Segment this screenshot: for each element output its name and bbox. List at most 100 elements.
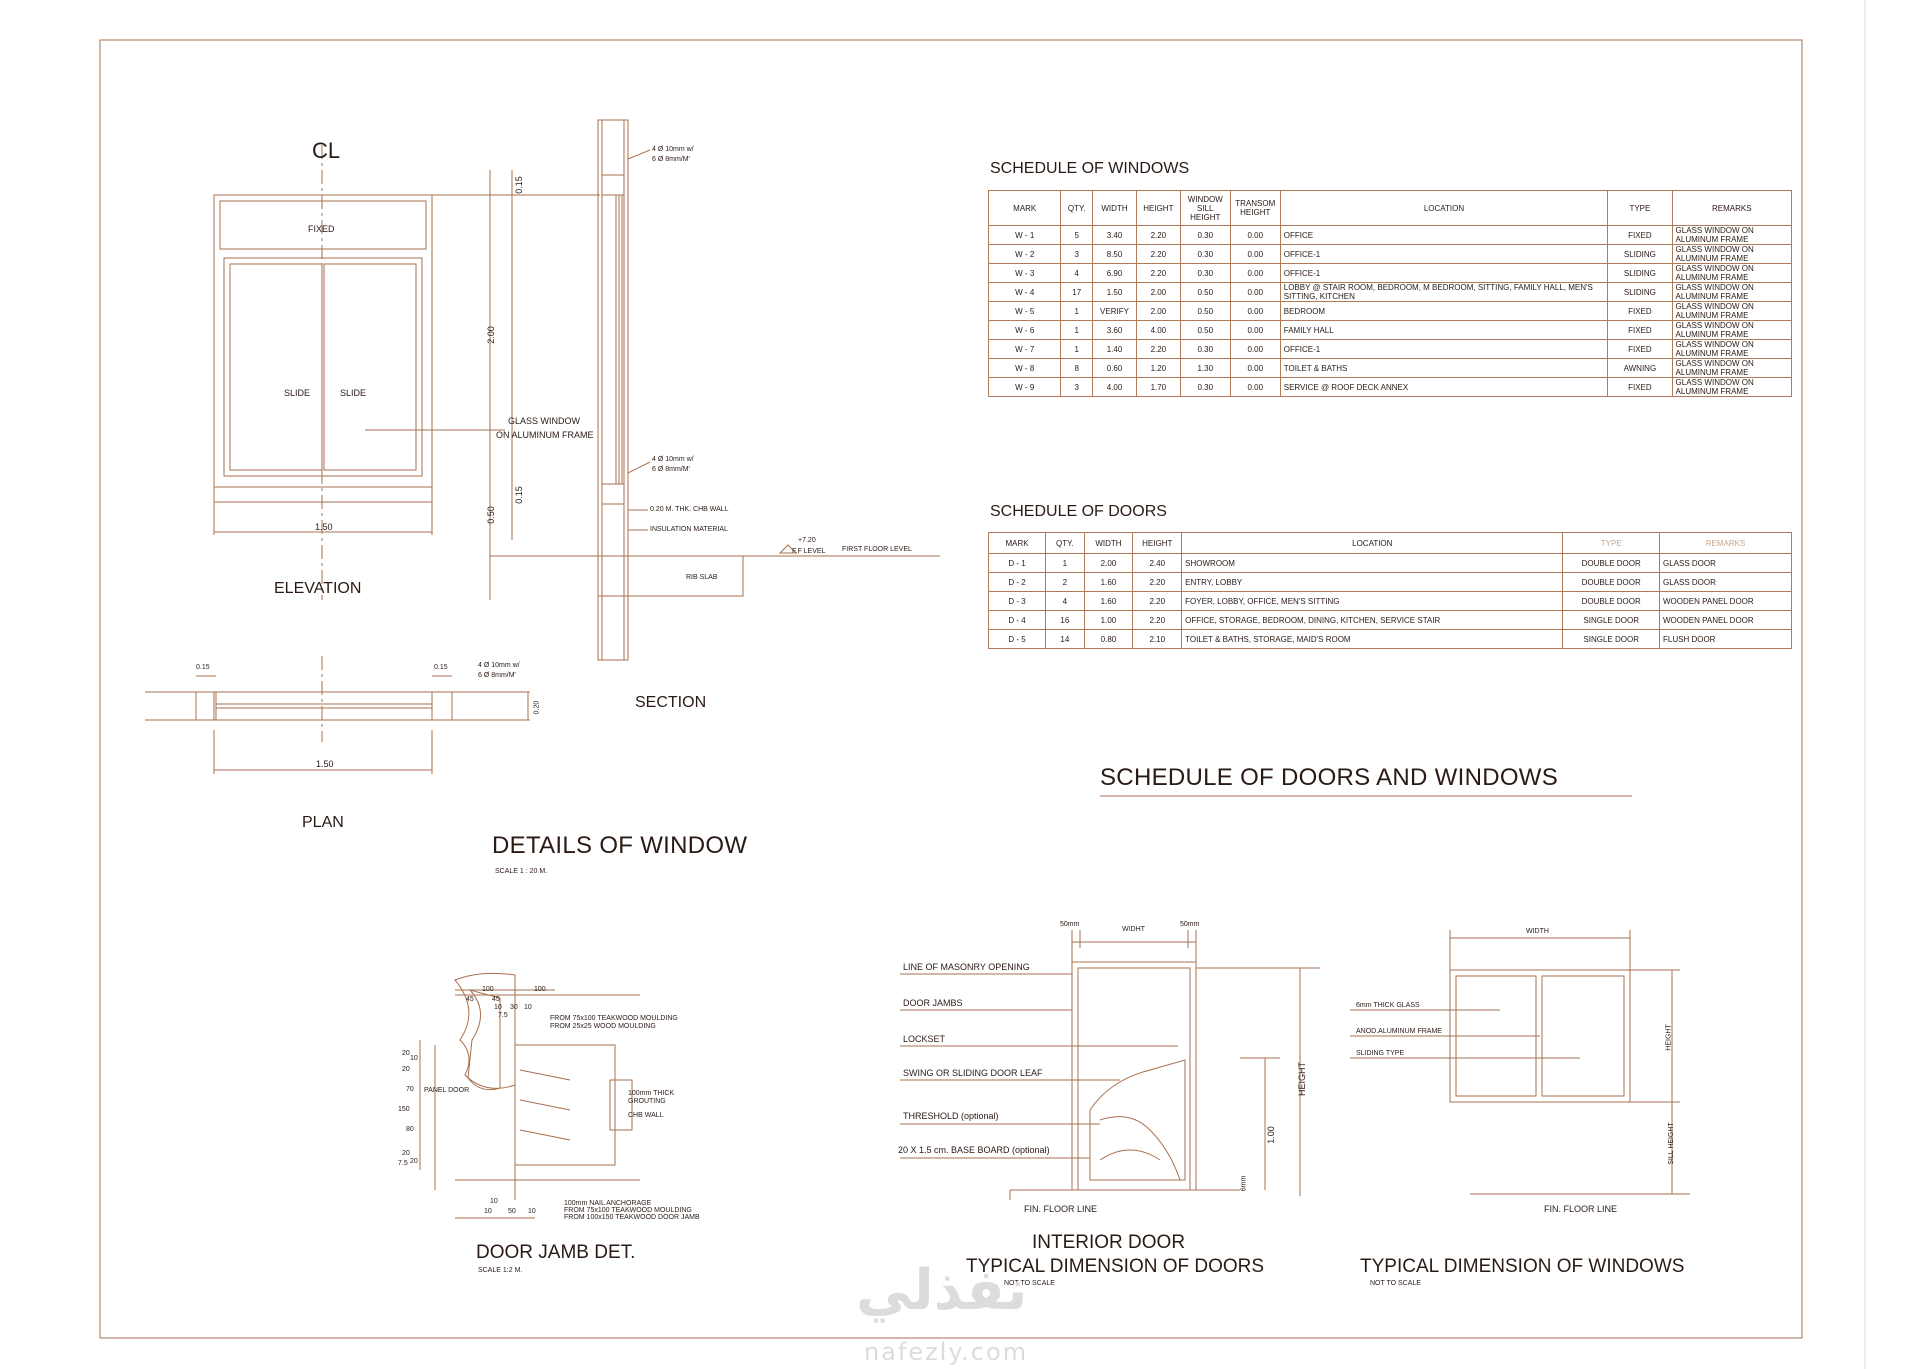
- main-title: SCHEDULE OF DOORS AND WINDOWS: [1100, 764, 1559, 791]
- window-schedule-cell: 1.70: [1135, 377, 1181, 397]
- window-schedule-cell: 5: [1060, 225, 1094, 245]
- door-schedule-cell: GLASS DOOR: [1659, 572, 1792, 592]
- schedule-of-doors-title: SCHEDULE OF DOORS: [990, 503, 1167, 520]
- window-schedule-cell: 4.00: [1135, 320, 1181, 340]
- jamb-note-top-2: FROM 25x25 WOOD MOULDING: [550, 1023, 656, 1030]
- door-label-jambs: DOOR JAMBS: [903, 998, 963, 1008]
- door-schedule-cell: 0.80: [1083, 629, 1134, 649]
- window-schedule-cell: 3: [1060, 377, 1094, 397]
- window-schedule-cell: 0.00: [1229, 320, 1281, 340]
- jamb-grouting-1: 100mm THICK: [628, 1090, 675, 1097]
- door-schedule-cell: 1.60: [1083, 572, 1134, 592]
- door-schedule-cell: D - 4: [987, 610, 1047, 630]
- window-schedule-cell: 0.00: [1229, 301, 1281, 321]
- details-of-window-scale: SCALE 1 : 20 M.: [495, 868, 548, 875]
- window-width-dim: WIDTH: [1526, 928, 1549, 935]
- jamb-note-bot-1: 100mm NAIL ANCHORAGE: [564, 1200, 652, 1207]
- section-rebar-top-1: 4 Ø 10mm w/: [652, 146, 694, 153]
- window-schedule-cell: SLIDING: [1607, 282, 1673, 302]
- window-schedule-cell: 0.00: [1229, 358, 1281, 378]
- window-schedule-cell: 8.50: [1092, 244, 1137, 264]
- window-schedule-cell: GLASS WINDOW ON ALUMINUM FRAME: [1671, 225, 1793, 245]
- door-schedule-cell: 14: [1045, 629, 1085, 649]
- elevation-height-dim: 2.00: [485, 326, 496, 344]
- window-schedule-cell: 0.30: [1179, 263, 1231, 283]
- door-schedule-cell: 2.20: [1132, 610, 1183, 630]
- window-schedule-cell: 4: [1060, 263, 1094, 283]
- elevation-fixed-label: FIXED: [308, 224, 335, 234]
- jamb-top-dim-3: 45: [466, 996, 474, 1003]
- door-schedule-cell: 4: [1045, 591, 1085, 611]
- window-schedule-cell: W - 5: [987, 301, 1062, 321]
- door-floor-line: FIN. FLOOR LINE: [1024, 1204, 1098, 1214]
- door-schedule-cell: D - 2: [987, 572, 1047, 592]
- doors-header-row: MARK QTY. WIDTH HEIGHT LOCATION TYPE REM…: [987, 532, 1792, 554]
- jamb-bottom-dim-4: 10: [528, 1208, 536, 1215]
- window-schedule-cell: 3: [1060, 244, 1094, 264]
- window-schedule-cell: 0.50: [1179, 301, 1231, 321]
- window-schedule-cell: 1.20: [1135, 358, 1181, 378]
- window-schedule-cell: FIXED: [1607, 301, 1673, 321]
- jamb-note-bot-3: FROM 100x150 TEAKWOOD DOOR JAMB: [564, 1214, 700, 1221]
- door-base-dim: 6mm: [1240, 1175, 1248, 1192]
- window-schedule-cell: 0.60: [1092, 358, 1137, 378]
- jamb-left-dim-3: 20: [402, 1066, 410, 1073]
- window-schedule-cell: W - 6: [987, 320, 1062, 340]
- window-schedule-cell: 2.20: [1135, 225, 1181, 245]
- window-schedule-cell: 0.30: [1179, 244, 1231, 264]
- jamb-top-dim-6: 30: [510, 1004, 518, 1011]
- window-schedule-cell: GLASS WINDOW ON ALUMINUM FRAME: [1671, 377, 1793, 397]
- window-schedule-cell: 3.40: [1092, 225, 1137, 245]
- section-drawing: [490, 119, 940, 661]
- door-header-width: WIDTH: [1083, 532, 1134, 554]
- window-schedule-cell: GLASS WINDOW ON ALUMINUM FRAME: [1671, 244, 1793, 264]
- sheet-border: [99, 39, 1803, 1339]
- window-schedule-cell: W - 7: [987, 339, 1062, 359]
- elevation-sill-dim: 0.50: [485, 506, 496, 524]
- door-schedule-cell: WOODEN PANEL DOOR: [1659, 591, 1792, 611]
- door-schedule-cell: 2.00: [1083, 553, 1134, 573]
- door-schedule-cell: 2.20: [1132, 572, 1183, 592]
- window-schedule-cell: 0.50: [1179, 282, 1231, 302]
- door-jamb-drawing: [419, 972, 640, 1219]
- windows-not-to-scale: NOT TO SCALE: [1370, 1280, 1421, 1287]
- plan-left-dim: 0.15: [196, 664, 210, 671]
- win-header-height: HEIGHT: [1135, 190, 1181, 226]
- door-schedule-cell: WOODEN PANEL DOOR: [1659, 610, 1792, 630]
- doors-schedule-table: MARK QTY. WIDTH HEIGHT LOCATION TYPE REM…: [987, 532, 1792, 649]
- door-schedule-cell: 2.40: [1132, 553, 1183, 573]
- door-schedule-cell: D - 1: [987, 553, 1047, 573]
- window-schedule-cell: FIXED: [1607, 225, 1673, 245]
- elevation-glass-label-1: GLASS WINDOW: [508, 416, 581, 426]
- door-header-location: LOCATION: [1181, 532, 1564, 554]
- door-label-threshold: THRESHOLD (optional): [903, 1111, 999, 1121]
- typical-windows-title: TYPICAL DIMENSION OF WINDOWS: [1360, 1256, 1685, 1277]
- window-schedule-cell: SLIDING: [1607, 263, 1673, 283]
- jamb-top-dim-1: 100: [482, 986, 494, 993]
- windows-header-row: MARK QTY. WIDTH HEIGHT WINDOW SILL HEIGH…: [987, 190, 1793, 226]
- win-header-remarks: REMARKS: [1671, 190, 1793, 226]
- window-schedule-cell: W - 4: [987, 282, 1062, 302]
- jamb-panel-door-label: PANEL DOOR: [424, 1087, 470, 1094]
- door-header-mark: MARK: [987, 532, 1047, 554]
- jamb-top-dim-2: 100: [534, 986, 546, 993]
- window-schedule-cell: 17: [1060, 282, 1094, 302]
- window-schedule-cell: VERIFY: [1092, 301, 1137, 321]
- window-schedule-cell: FIXED: [1607, 377, 1673, 397]
- door-schedule-cell: OFFICE, STORAGE, BEDROOM, DINING, KITCHE…: [1181, 610, 1564, 630]
- window-schedule-cell: 2.00: [1135, 282, 1181, 302]
- window-schedule-cell: 0.50: [1179, 320, 1231, 340]
- section-bottom-dim: 0.15: [513, 486, 524, 504]
- jamb-left-dim-1: 20: [402, 1050, 410, 1057]
- interior-door-drawing: [900, 930, 1320, 1200]
- window-schedule-cell: 0.00: [1229, 282, 1281, 302]
- door-dim-left: 50mm: [1060, 921, 1080, 928]
- details-of-window-title: DETAILS OF WINDOW: [492, 832, 748, 859]
- doors-not-to-scale: NOT TO SCALE: [1004, 1280, 1055, 1287]
